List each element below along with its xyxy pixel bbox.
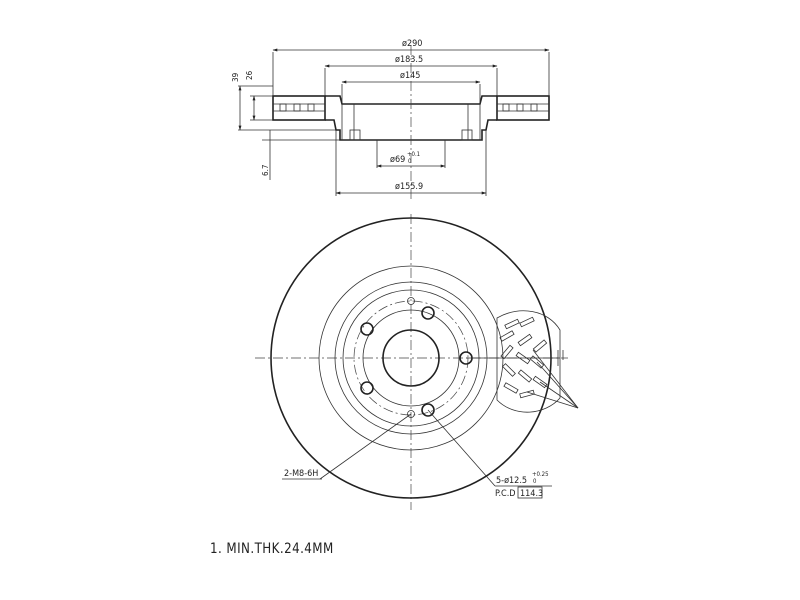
pcd-value: 114.3 bbox=[520, 489, 543, 499]
dim-center-bore-tol-lower: 0 bbox=[408, 158, 412, 165]
vent-detail-outline bbox=[496, 310, 561, 413]
bolt-hole bbox=[360, 322, 374, 336]
dim-hub-diameter: ø155.9 bbox=[395, 182, 423, 192]
ring-section-right bbox=[496, 95, 550, 121]
dim-outer-diameter: ø290 bbox=[402, 39, 422, 49]
dim-center-bore: ø69 bbox=[390, 155, 405, 165]
section-view: ø290 ø183.5 ø145 ø69 +0.1 0 ø155.9 39 26… bbox=[231, 39, 550, 200]
min-thickness-note: 1. MIN.THK.24.4MM bbox=[210, 541, 334, 557]
thread-hole-callout: 2-M8-6H bbox=[284, 469, 318, 479]
bolt-hole-tol-lower: 0 bbox=[533, 478, 537, 485]
bolt-hole-tol-upper: +0.25 bbox=[532, 471, 549, 478]
bolt-hole bbox=[360, 381, 374, 395]
dim-disc-thickness: 26 bbox=[245, 70, 254, 80]
vent-vanes bbox=[499, 316, 548, 399]
pcd-value-box bbox=[517, 486, 543, 499]
thread-hole bbox=[407, 297, 415, 305]
dim-hat-offset: 6.7 bbox=[261, 165, 270, 176]
dim-total-height: 39 bbox=[231, 72, 240, 82]
bolt-hole-callout: 5-ø12.5 bbox=[496, 476, 527, 486]
thread-hole bbox=[407, 410, 415, 418]
center-bore-circle bbox=[382, 329, 440, 387]
dim-center-bore-tol-upper: +0.1 bbox=[407, 151, 420, 158]
bolt-hole bbox=[421, 403, 435, 417]
bolt-hole bbox=[421, 306, 435, 320]
dim-hat-diameter: ø183.5 bbox=[395, 55, 423, 65]
dim-inner-diameter: ø145 bbox=[400, 71, 420, 81]
ring-section-left bbox=[272, 95, 326, 121]
pcd-label: P.C.D bbox=[495, 489, 516, 499]
inner-hub-circle bbox=[362, 309, 460, 407]
front-view: 2-M8-6H 5-ø12.5 +0.25 0 P.C.D 114.3 bbox=[255, 214, 579, 510]
